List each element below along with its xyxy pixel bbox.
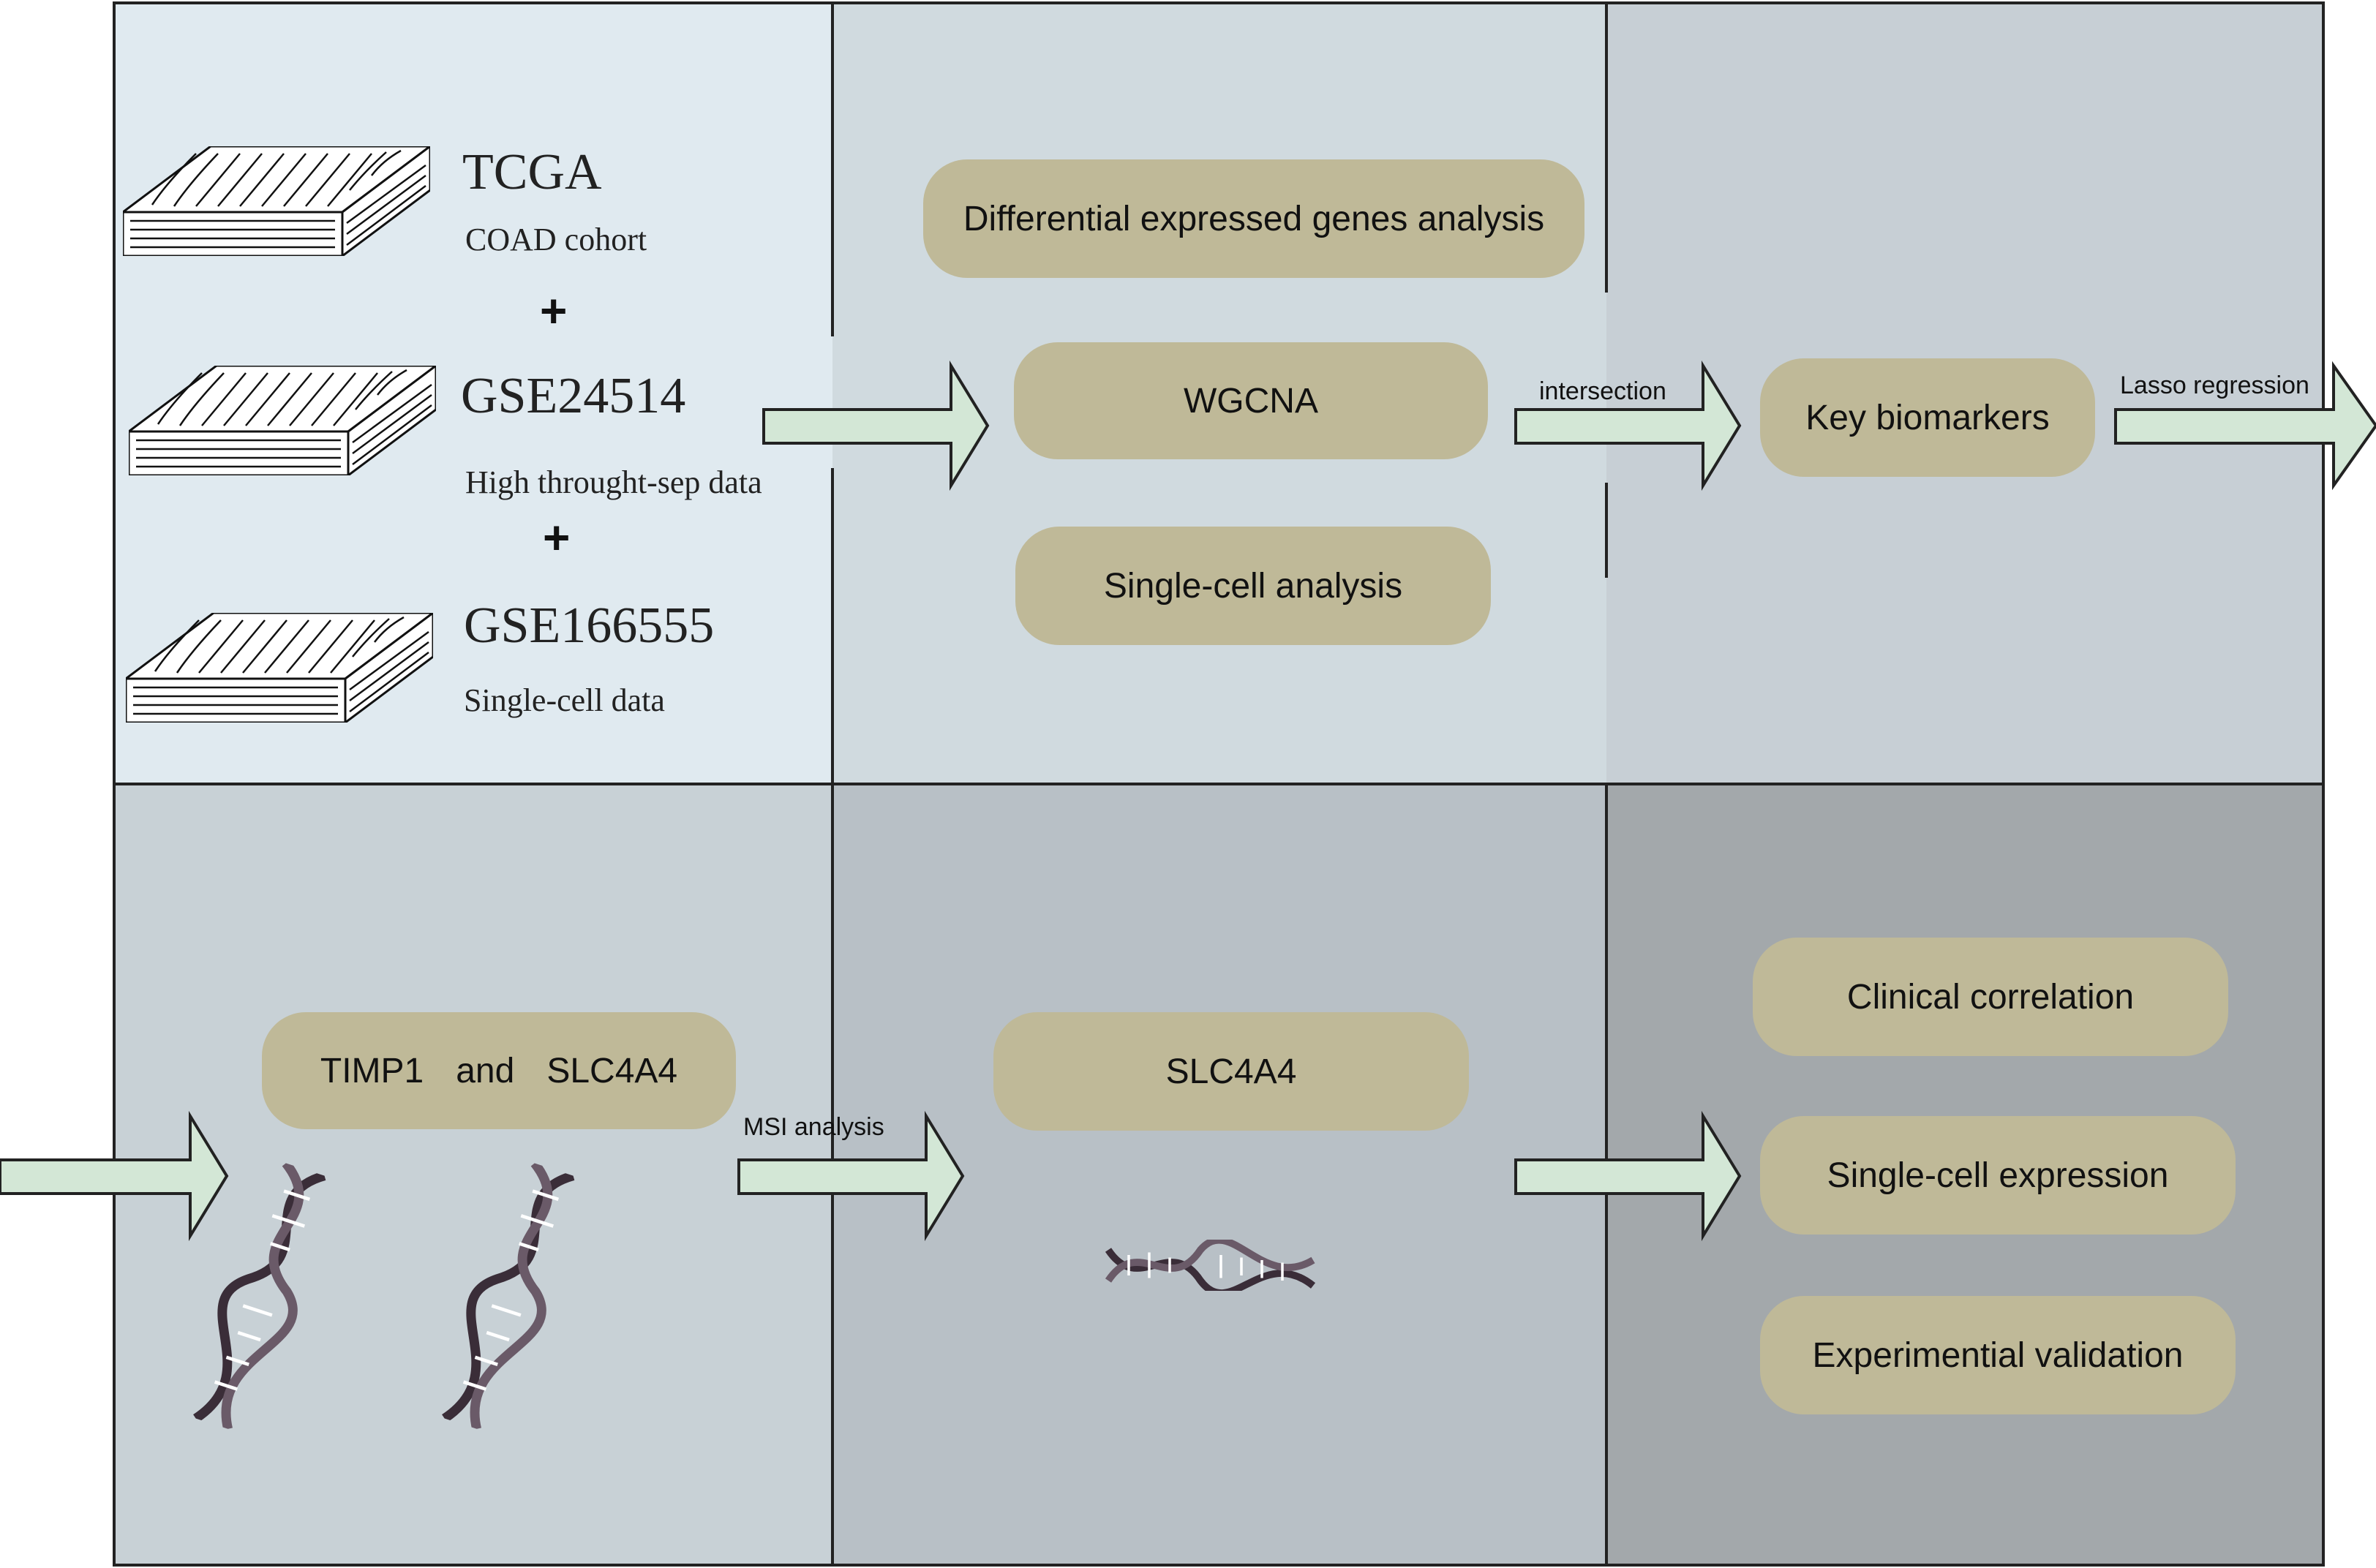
dataset-title-gse24514: GSE24514 (461, 368, 686, 424)
analysis-deg: Differential expressed genes analysis (923, 159, 1584, 278)
arrow-to-validation (1514, 1110, 1742, 1242)
analysis-wgcna: WGCNA (1014, 342, 1488, 459)
arrow-to-analyses (762, 360, 990, 491)
dataset-subtitle-tcga: COAD cohort (465, 222, 647, 257)
label-msi-analysis: MSI analysis (743, 1113, 884, 1141)
data-stack-icon (126, 613, 433, 723)
label-intersection: intersection (1539, 377, 1666, 405)
dna-helix-icon (1108, 1240, 1313, 1293)
dataset-title-gse166555: GSE166555 (464, 598, 715, 654)
arrow-to-genes (0, 1110, 229, 1242)
selected-gene: SLC4A4 (993, 1012, 1469, 1131)
dataset-title-tcga: TCGA (462, 144, 602, 200)
gene-timp1: TIMP1 (320, 1051, 424, 1090)
dataset-subtitle-gse166555: Single-cell data (464, 682, 665, 718)
analysis-single-cell: Single-cell analysis (1015, 527, 1491, 645)
genes-pill: TIMP1 and SLC4A4 (262, 1012, 736, 1129)
dna-helix-icon (435, 1158, 585, 1437)
gene-conjunction: and (456, 1051, 515, 1090)
panel-genes (114, 784, 832, 1565)
data-stack-icon (123, 146, 430, 256)
data-stack-icon (129, 366, 436, 475)
key-biomarkers: Key biomarkers (1760, 358, 2095, 477)
label-lasso-regression: Lasso regression (2120, 372, 2309, 399)
validation-experimental: Experimential validation (1760, 1296, 2236, 1414)
validation-clinical-correlation: Clinical correlation (1753, 938, 2228, 1056)
arrow-intersection (1514, 360, 1742, 491)
dataset-subtitle-gse24514: High throught-sep data (465, 464, 762, 500)
plus-sign: + (543, 511, 571, 564)
plus-sign: + (540, 284, 568, 337)
arrow-lasso (2114, 361, 2376, 491)
arrow-msi (737, 1110, 965, 1242)
gene-slc4a4: SLC4A4 (546, 1051, 678, 1090)
validation-single-cell-expression: Single-cell expression (1760, 1116, 2236, 1235)
